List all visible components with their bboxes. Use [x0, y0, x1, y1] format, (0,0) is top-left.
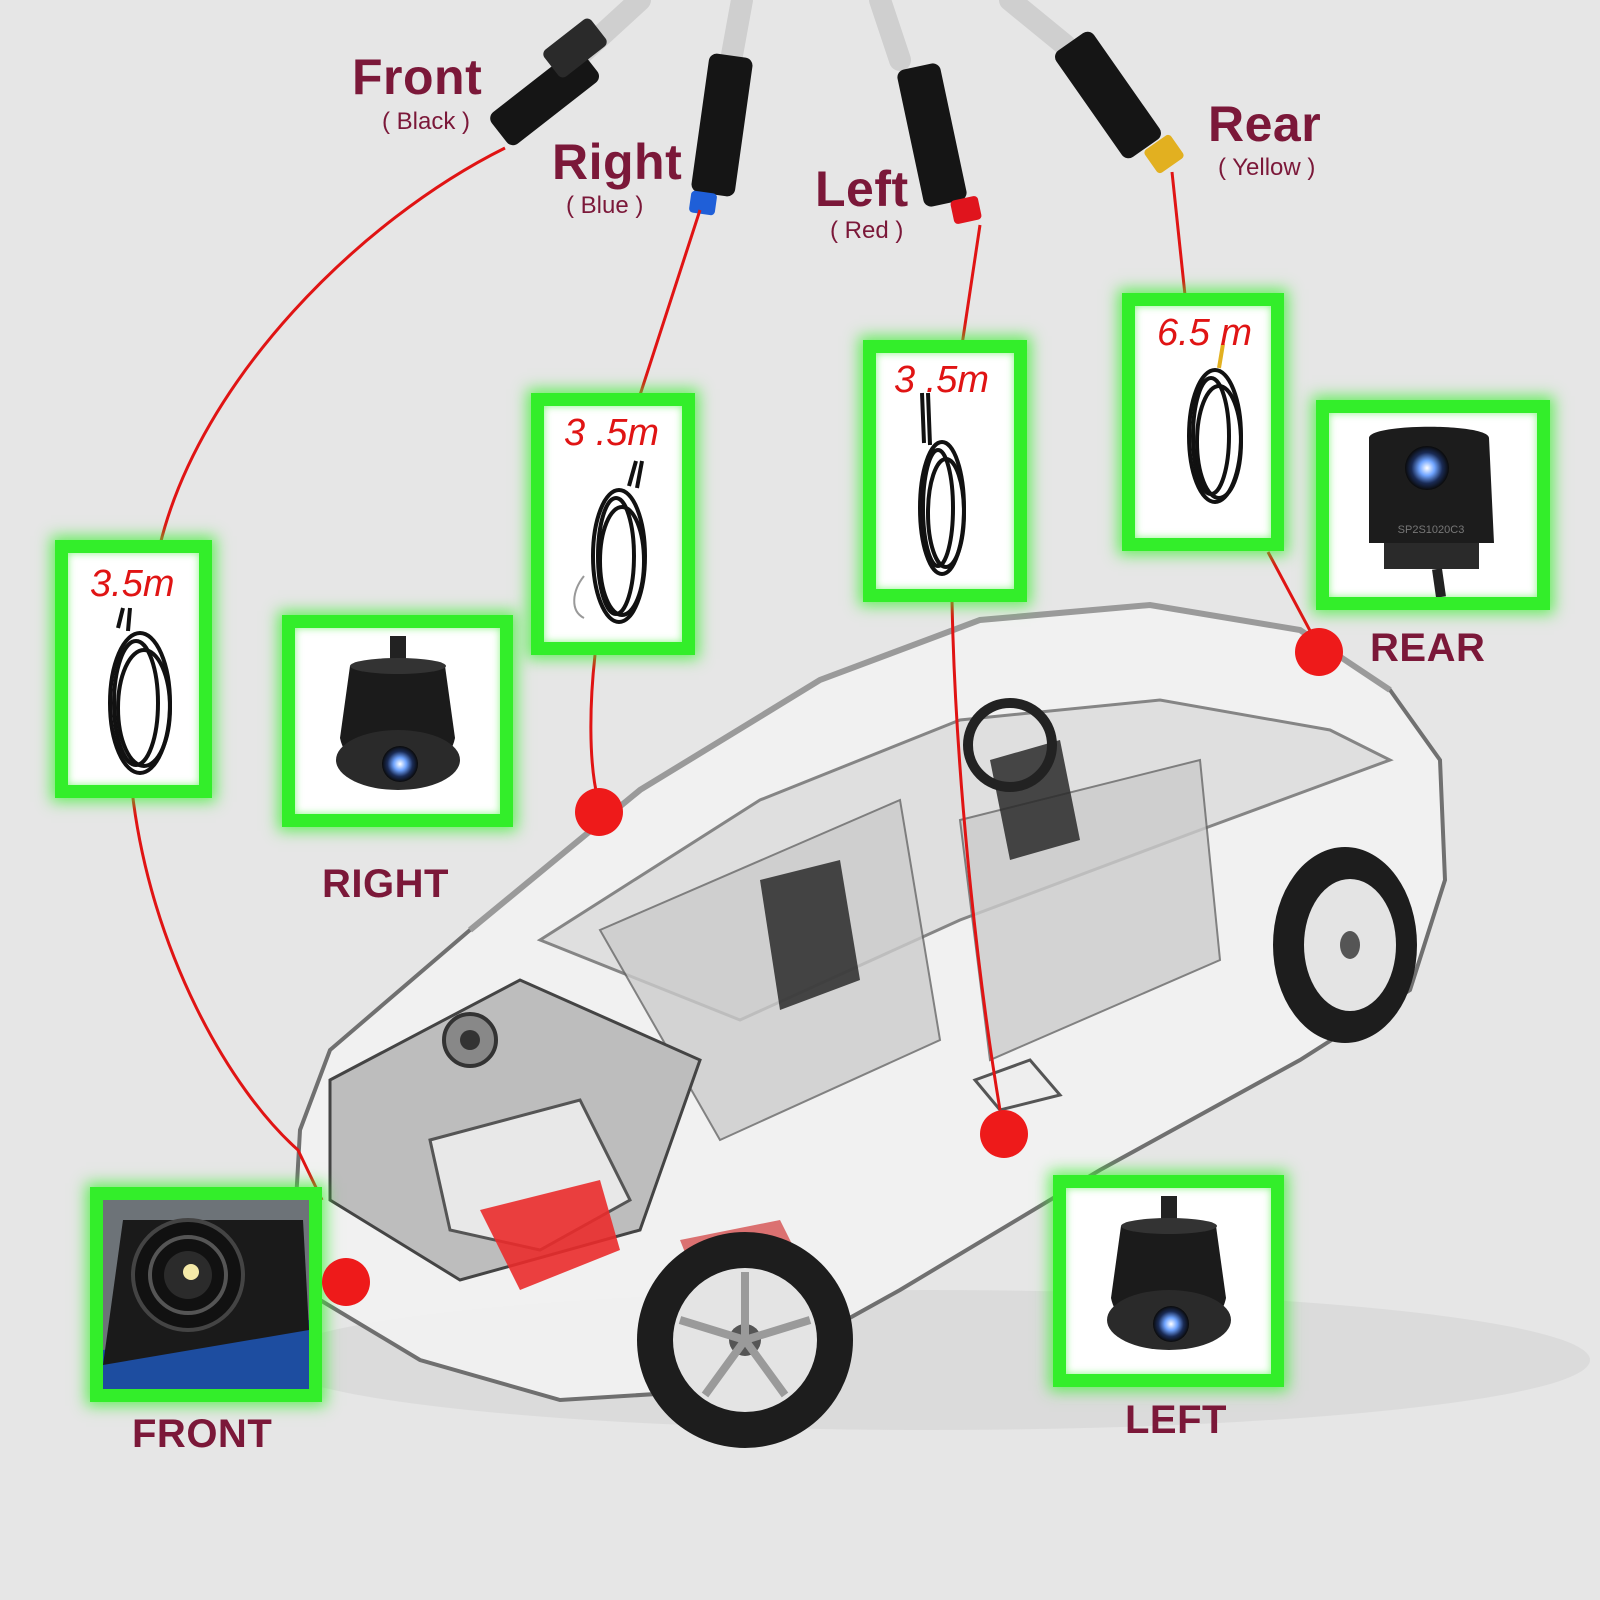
camera-box-left: [1053, 1175, 1284, 1387]
rear-camera-icon: SP2S1020C3: [1369, 426, 1494, 597]
front-wheel: [637, 1232, 853, 1448]
camera-label-right: RIGHT: [322, 862, 449, 906]
wire-front-upper: [158, 146, 506, 546]
connector-label-right: Right: [552, 134, 683, 190]
connector-label-rear: Rear: [1208, 96, 1322, 152]
cable-box-front: 3.5m: [55, 540, 212, 798]
wire-front-lower: [130, 789, 324, 1201]
camera-label-front: FRONT: [132, 1412, 273, 1456]
cable-length-rear: 6.5 m: [1157, 312, 1253, 354]
cable-length-right: 3 .5m: [564, 412, 660, 454]
mount-marker-rear: [1295, 628, 1343, 676]
wire-right-upper: [638, 209, 702, 396]
connector-color-left: ( Red ): [830, 217, 904, 244]
mount-marker-front: [322, 1258, 370, 1306]
rear-camera-model-text: SP2S1020C3: [1398, 524, 1465, 536]
camera-box-front: [90, 1187, 322, 1402]
connector-color-right: ( Blue ): [566, 192, 644, 219]
connector-plug-right: [689, 53, 753, 216]
wire-left-lower: [950, 599, 1002, 1111]
cable-box-right: 3 .5m: [531, 393, 695, 655]
cable-box-left: 3 .5m: [863, 340, 1027, 602]
cable-length-front: 3.5m: [90, 563, 175, 605]
car-illustration: [270, 601, 1590, 1448]
camera-label-rear: REAR: [1370, 626, 1486, 670]
camera-label-left: LEFT: [1125, 1398, 1227, 1442]
connector-color-front: ( Black ): [382, 108, 471, 135]
coiled-cable-icon: [573, 460, 647, 624]
connector-color-rear: ( Yellow ): [1218, 154, 1316, 181]
dome-camera-icon: [336, 636, 460, 790]
engine: [328, 978, 800, 1290]
connector-plug-rear: [1055, 31, 1184, 174]
rear-wheel: [1273, 847, 1417, 1043]
cable-length-left: 3 .5m: [894, 359, 990, 401]
camera-box-rear: SP2S1020C3: [1316, 400, 1550, 610]
coiled-cable-icon: [1187, 343, 1243, 504]
cable-box-rear: 6.5 m: [1122, 293, 1284, 551]
coiled-cable-icon: [918, 392, 966, 576]
connector-plug-front: [490, 18, 607, 146]
front-camera-closeup-icon: [103, 1200, 309, 1389]
mount-marker-left: [980, 1110, 1028, 1158]
signal-wires: [130, 146, 1317, 1201]
wire-rear-lower: [1266, 551, 1317, 641]
connector-plug-left: [897, 63, 982, 224]
camera-box-right: [282, 615, 513, 827]
harness-cables: [569, 0, 1076, 71]
wire-right-lower: [589, 654, 600, 801]
wire-rear-upper: [1170, 171, 1187, 296]
connector-label-left: Left: [815, 161, 909, 217]
mount-marker-right: [575, 788, 623, 836]
dome-camera-icon: [1107, 1196, 1231, 1350]
connector-label-front: Front: [352, 49, 483, 105]
wire-left-upper: [960, 224, 982, 346]
coiled-cable-icon: [108, 607, 172, 775]
